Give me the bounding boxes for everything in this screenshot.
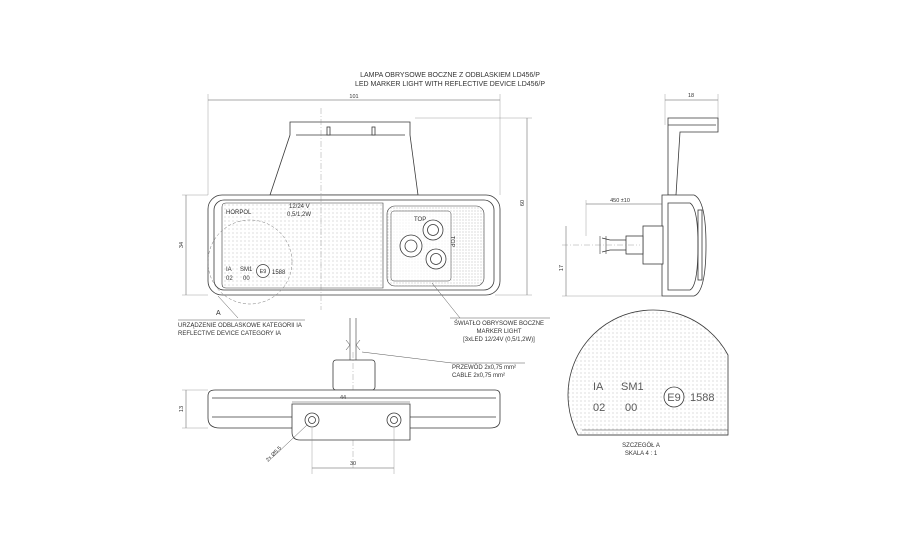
detail-caption: SZCZEGÓŁ A xyxy=(622,442,660,449)
top-label-rotated: TOP xyxy=(449,236,455,248)
detail-code-02: 02 xyxy=(593,402,605,414)
brand-label: HORPOL xyxy=(226,210,252,216)
dim-hole-size: 2x Ø5,5 xyxy=(265,446,283,464)
detail-sm1: SM1 xyxy=(621,381,644,393)
bottom-view xyxy=(182,318,501,474)
title-en: LED MARKER LIGHT WITH REFLECTIVE DEVICE … xyxy=(355,81,545,88)
dim-bottom-height: 13 xyxy=(179,406,185,412)
side-view xyxy=(562,94,719,297)
light-callout: ŚWIATŁO OBRYSOWE BOCZNE MARKER LIGHT [3x… xyxy=(450,317,550,343)
approval-number: 1588 xyxy=(272,270,286,276)
detail-a xyxy=(567,309,729,436)
detail-marker: A xyxy=(216,310,221,317)
light-callout-pl: ŚWIATŁO OBRYSOWE BOCZNE xyxy=(454,319,544,327)
detail-e-mark: E9 xyxy=(667,392,680,404)
dim-side-body: 17 xyxy=(559,265,565,271)
code-02: 02 xyxy=(226,276,233,282)
reflective-callout-pl: URZĄDZENIE ODBLASKOWE KATEGORII IA xyxy=(178,323,302,329)
dim-height-total: 60 xyxy=(520,200,526,206)
light-callout-en: MARKER LIGHT xyxy=(476,329,521,335)
code-00: 00 xyxy=(243,276,250,282)
e-mark: E9 xyxy=(260,269,267,275)
detail-ia: IA xyxy=(593,381,604,393)
detail-scale: SKALA 4 : 1 xyxy=(625,451,658,457)
dim-hole-spacing: 44 xyxy=(340,395,346,401)
dim-width-total: 101 xyxy=(349,94,358,100)
dim-side-depth: 18 xyxy=(688,93,694,99)
detail-approval: 1588 xyxy=(690,392,714,404)
cat-ia: IA xyxy=(226,267,232,273)
detail-code-00: 00 xyxy=(625,402,637,414)
front-view xyxy=(182,94,532,319)
cable-callout-pl: PRZEWÓD 2x0,75 mm² xyxy=(452,364,516,371)
cable-callout: PRZEWÓD 2x0,75 mm² CABLE 2x0,75 mm² xyxy=(361,351,525,379)
dim-cable-length: 450 ±10 xyxy=(610,198,630,204)
dim-hole-distance: 30 xyxy=(350,461,356,467)
reflective-callout-en: REFLECTIVE DEVICE CATEGORY IA xyxy=(178,331,281,337)
cat-sm1: SM1 xyxy=(240,267,253,273)
light-callout-spec: [3xLED 12/24V (0,5/1,2W)] xyxy=(463,337,535,343)
power-label: 0,5/1,2W xyxy=(287,212,311,218)
dim-front-height: 34 xyxy=(179,242,185,248)
voltage-label: 12/24 V xyxy=(289,204,310,210)
title-pl: LAMPA OBRYSOWE BOCZNE Z ODBLASKIEM LD456… xyxy=(360,72,540,79)
top-label: TOP xyxy=(414,217,426,223)
reflective-callout: URZĄDZENIE ODBLASKOWE KATEGORII IA REFLE… xyxy=(178,319,305,337)
cable-callout-en: CABLE 2x0,75 mm² xyxy=(452,373,505,379)
